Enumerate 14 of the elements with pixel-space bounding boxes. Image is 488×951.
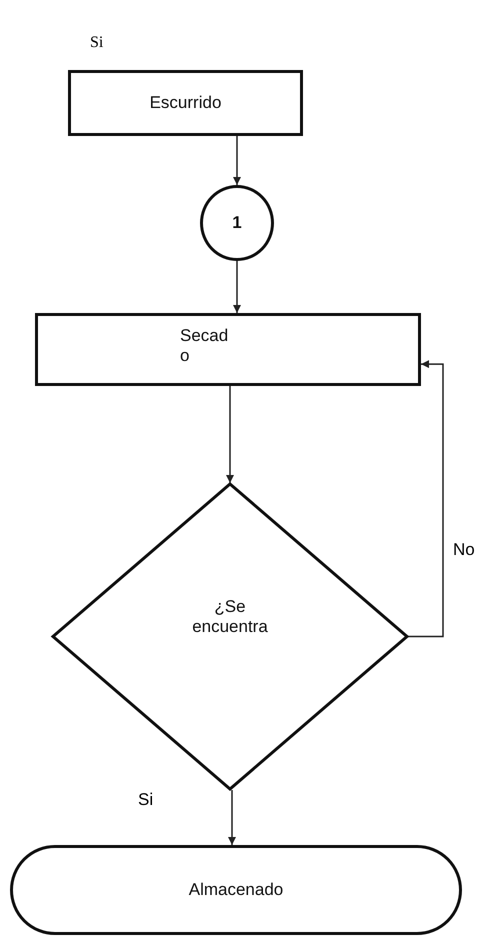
process-box: [68, 70, 303, 136]
arrow: [228, 790, 236, 845]
arrow: [233, 261, 241, 313]
arrow: [408, 360, 444, 638]
terminal-shape: [10, 845, 462, 935]
node-label: Secad o: [180, 326, 230, 366]
node-label: ¿Se encuentra: [191, 596, 269, 636]
arrow: [233, 136, 241, 185]
process-box: [35, 313, 421, 386]
node-label: Escurrido: [150, 93, 222, 113]
connector-number: 1: [232, 213, 242, 233]
arrow: [226, 386, 234, 483]
connector-circle: [200, 185, 274, 261]
node-label: Almacenado: [188, 880, 284, 900]
